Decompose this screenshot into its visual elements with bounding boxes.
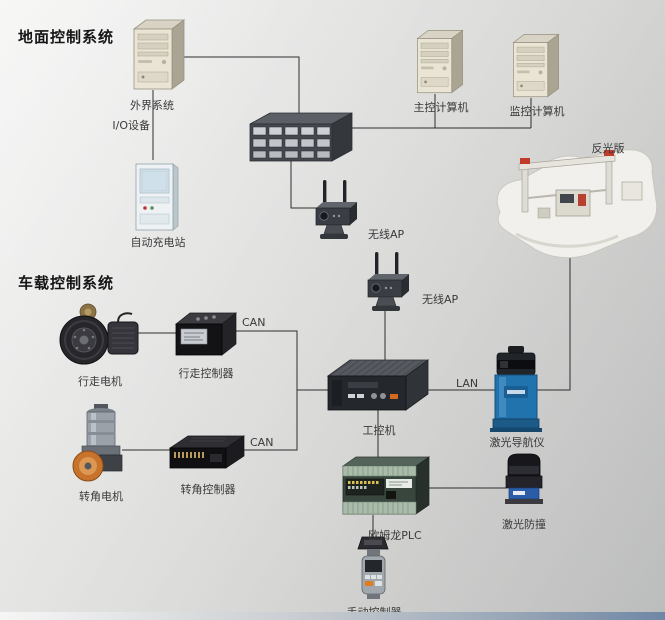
monitor-computer-device bbox=[508, 30, 564, 102]
wire-external-to-switch bbox=[183, 56, 300, 120]
computer-tower-icon bbox=[512, 33, 560, 98]
industrial-pc-label: 工控机 bbox=[362, 424, 396, 437]
steer-motor-device bbox=[68, 402, 132, 484]
computer-tower-icon bbox=[132, 19, 186, 90]
wireless-ap-top-label: 无线AP bbox=[368, 228, 405, 241]
walk-controller-device bbox=[170, 306, 242, 360]
laser-anticollision-label: 激光防撞 bbox=[502, 518, 546, 531]
omron-plc-label: 欧姆龙PLC bbox=[368, 529, 422, 542]
drive-wheel-motor-icon bbox=[59, 303, 139, 365]
wireless-ap-icon bbox=[315, 180, 357, 239]
steer-controller-device bbox=[166, 428, 248, 478]
can-bus-walk-label: CAN bbox=[242, 316, 266, 329]
main-computer-device bbox=[412, 26, 468, 98]
wireless-ap-icon bbox=[367, 252, 409, 311]
bottom-gradient-strip bbox=[0, 612, 665, 620]
wireless-ap-top-device bbox=[310, 178, 364, 246]
walk-motor-label: 行走电机 bbox=[78, 375, 122, 388]
steer-motor-label: 转角电机 bbox=[79, 490, 123, 503]
walk-controller-label: 行走控制器 bbox=[178, 367, 234, 380]
reflector-scene bbox=[486, 138, 662, 264]
wire-lan-to-reflector bbox=[424, 250, 571, 391]
main-computer-label: 主控计算机 bbox=[413, 101, 469, 114]
laser-navigator-label: 激光导航仪 bbox=[489, 436, 545, 449]
omron-plc-device bbox=[338, 450, 434, 522]
charging-station-label: 自动充电站 bbox=[130, 236, 186, 249]
reflector-panel-label: 反光版 bbox=[591, 142, 625, 155]
steer-controller-label: 转角控制器 bbox=[180, 483, 236, 496]
laser-nav-icon bbox=[490, 346, 542, 432]
laser-scanner-icon bbox=[505, 453, 543, 504]
industrial-pc-icon bbox=[326, 359, 430, 411]
wireless-ap-vehicle-label: 无线AP bbox=[422, 293, 459, 306]
io-device-label: I/O设备 bbox=[112, 119, 150, 132]
handheld-controller-icon bbox=[357, 536, 389, 599]
wireless-ap-vehicle-device bbox=[362, 250, 416, 318]
agv-scene-icon bbox=[496, 149, 658, 259]
walk-motor-device bbox=[58, 300, 142, 368]
can-bus-steer-label: CAN bbox=[250, 436, 274, 449]
lan-label: LAN bbox=[456, 377, 479, 390]
laser-anticollision-device bbox=[498, 450, 550, 510]
external-system-label: 外界系统 bbox=[130, 99, 174, 112]
network-switch-device bbox=[246, 108, 356, 164]
charging-station-device bbox=[133, 160, 181, 232]
steering-motor-icon bbox=[72, 404, 123, 482]
angle-controller-icon bbox=[168, 435, 246, 469]
wire-switch-to-ap1 bbox=[290, 161, 318, 209]
vehicle-section-title: 车载控制系统 bbox=[18, 274, 115, 292]
computer-tower-icon bbox=[416, 29, 464, 94]
motor-controller-icon bbox=[174, 312, 238, 356]
plc-icon bbox=[341, 456, 431, 515]
charging-cabinet-icon bbox=[135, 163, 179, 231]
monitor-computer-label: 监控计算机 bbox=[509, 105, 565, 118]
ground-section-title: 地面控制系统 bbox=[18, 28, 115, 46]
rack-switch-icon bbox=[249, 112, 353, 162]
industrial-pc-device bbox=[324, 354, 432, 418]
external-system-device bbox=[128, 16, 190, 94]
manual-controller-device bbox=[352, 534, 398, 602]
laser-navigator-device bbox=[488, 344, 544, 434]
